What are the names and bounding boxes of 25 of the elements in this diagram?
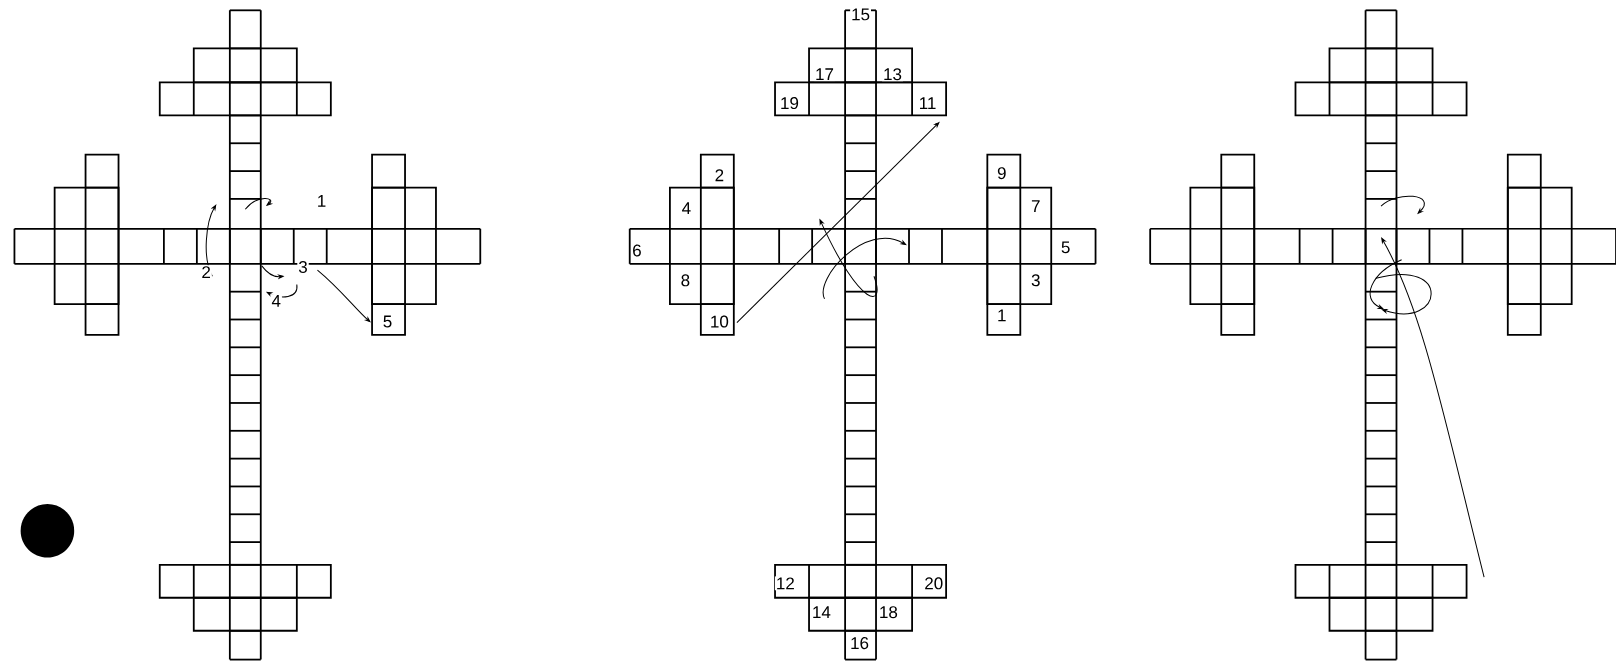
- cell-number: 18: [877, 605, 899, 620]
- cell-number: 11: [917, 96, 938, 110]
- cell-number: 6: [631, 243, 643, 258]
- cell-number: 10: [708, 314, 730, 329]
- cell-number: 3: [1030, 273, 1042, 288]
- cell-number: 2: [200, 265, 212, 280]
- cell-number: 17: [814, 67, 835, 82]
- cell-number: 1: [315, 194, 328, 208]
- cell-number: 4: [270, 294, 282, 308]
- cell-number: 14: [810, 605, 832, 620]
- cell-number: 16: [849, 636, 870, 651]
- cell-number: 5: [1059, 240, 1072, 255]
- cell-number: 13: [882, 67, 903, 82]
- cell-number: 19: [779, 96, 800, 111]
- cell-number: 1: [996, 308, 1008, 323]
- cell-number: 7: [1030, 199, 1042, 214]
- cell-number: 15: [850, 7, 871, 22]
- cell-number: 9: [996, 166, 1008, 181]
- cell-number: 20: [923, 576, 945, 591]
- cell-number: 3: [297, 260, 309, 274]
- cell-number: 8: [679, 273, 692, 288]
- cell-number: 5: [381, 314, 394, 329]
- cell-number: 4: [680, 201, 693, 216]
- cell-number: 12: [774, 576, 796, 591]
- cell-number: 2: [713, 168, 726, 183]
